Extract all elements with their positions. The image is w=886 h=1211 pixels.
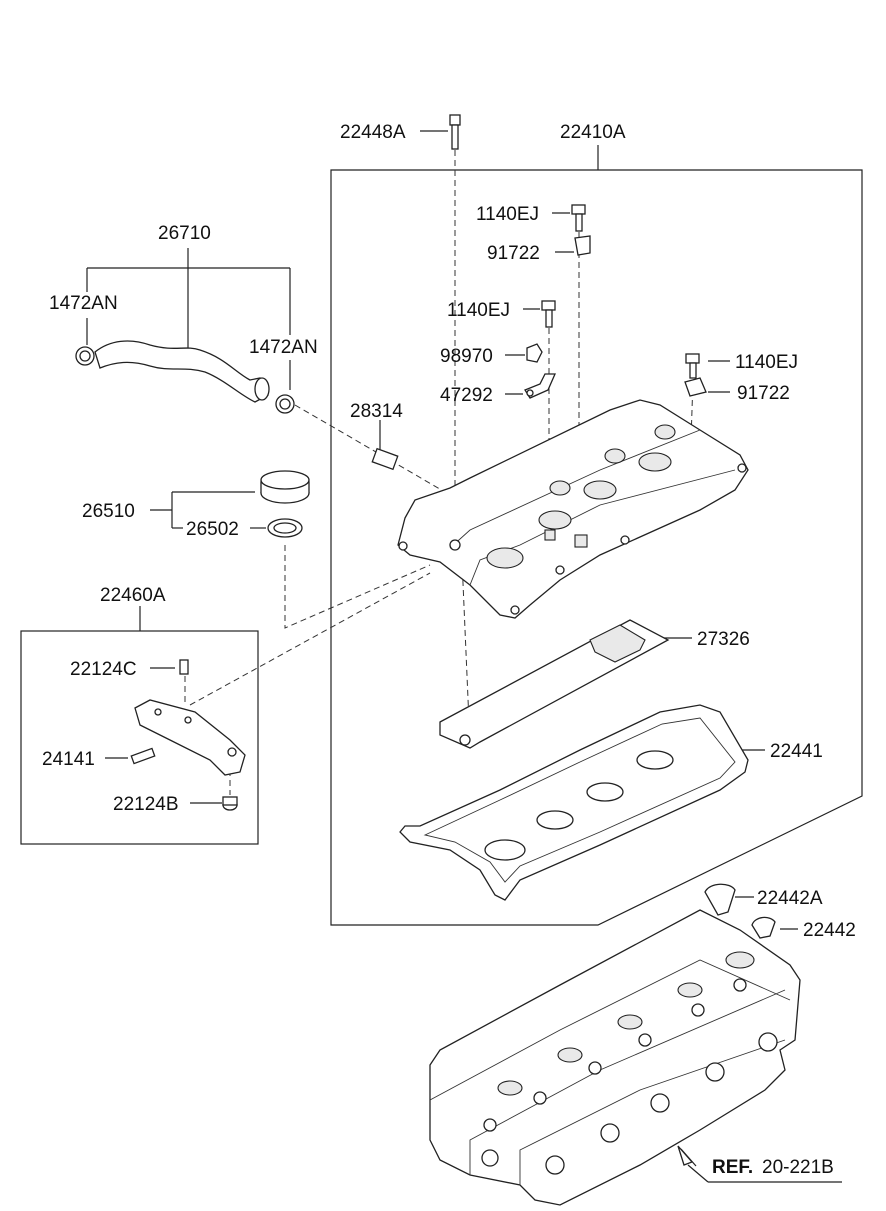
- bracket-22460a: [134, 699, 246, 776]
- reference-number: 20-221B: [762, 1157, 834, 1178]
- label-1472an-right: 1472AN: [249, 337, 318, 358]
- label-24141: 24141: [42, 749, 95, 770]
- cylinder-head: [429, 909, 801, 1206]
- label-28314: 28314: [350, 401, 403, 422]
- label-22448a: 22448A: [340, 122, 406, 143]
- breather-hose-26710: [94, 340, 270, 403]
- label-22410a: 22410A: [560, 122, 626, 143]
- label-1140ej-c: 1140EJ: [735, 352, 798, 373]
- leader-lines: [86, 130, 842, 1183]
- label-22441: 22441: [770, 741, 823, 762]
- hose-clamp-1472an-left: [75, 346, 95, 366]
- bolt-1140ej-a: [571, 204, 586, 232]
- gasket-26502: [267, 518, 303, 538]
- bracket-47292: [524, 373, 556, 399]
- dowel-22124b: [222, 796, 238, 811]
- label-26710: 26710: [158, 223, 211, 244]
- cover-group-frame: [330, 169, 863, 926]
- bolt-1140ej-b: [541, 300, 556, 328]
- reference-arrow: [677, 1145, 697, 1167]
- label-98970: 98970: [440, 346, 493, 367]
- label-22442: 22442: [803, 920, 856, 941]
- label-22124b: 22124B: [113, 794, 179, 815]
- label-1472an-left: 1472AN: [49, 293, 118, 314]
- bracket-91722-a: [574, 235, 591, 256]
- label-22442a: 22442A: [757, 888, 823, 909]
- bolt-1140ej-c: [684, 353, 707, 397]
- seal-cap-22442a: [704, 883, 736, 916]
- pipe-28314: [371, 447, 399, 471]
- seal-cap-22442: [751, 916, 776, 939]
- reference-prefix: REF.: [712, 1157, 753, 1178]
- cylinder-head-cover: [397, 399, 749, 619]
- label-22124c: 22124C: [70, 659, 137, 680]
- hose-clamp-1472an-right: [275, 394, 295, 414]
- bolt-22448a: [449, 114, 461, 150]
- label-91722-a: 91722: [487, 243, 540, 264]
- label-1140ej-b: 1140EJ: [447, 300, 510, 321]
- oil-filler-cap-26510: [260, 470, 310, 504]
- pin-24141: [130, 747, 156, 765]
- label-26502: 26502: [186, 519, 239, 540]
- label-22460a: 22460A: [100, 585, 166, 606]
- part-labels: 22448A 22410A 1140EJ 91722 1140EJ 98970 …: [42, 122, 856, 1178]
- label-1140ej-a: 1140EJ: [476, 204, 539, 225]
- label-91722-b: 91722: [737, 383, 790, 404]
- dowel-22124c: [179, 659, 189, 675]
- label-26510: 26510: [82, 501, 135, 522]
- baffle-plate-27326: [439, 619, 670, 749]
- cover-gasket-22441: [399, 704, 749, 901]
- nut-98970: [526, 343, 543, 363]
- label-47292: 47292: [440, 385, 493, 406]
- label-27326: 27326: [697, 629, 750, 650]
